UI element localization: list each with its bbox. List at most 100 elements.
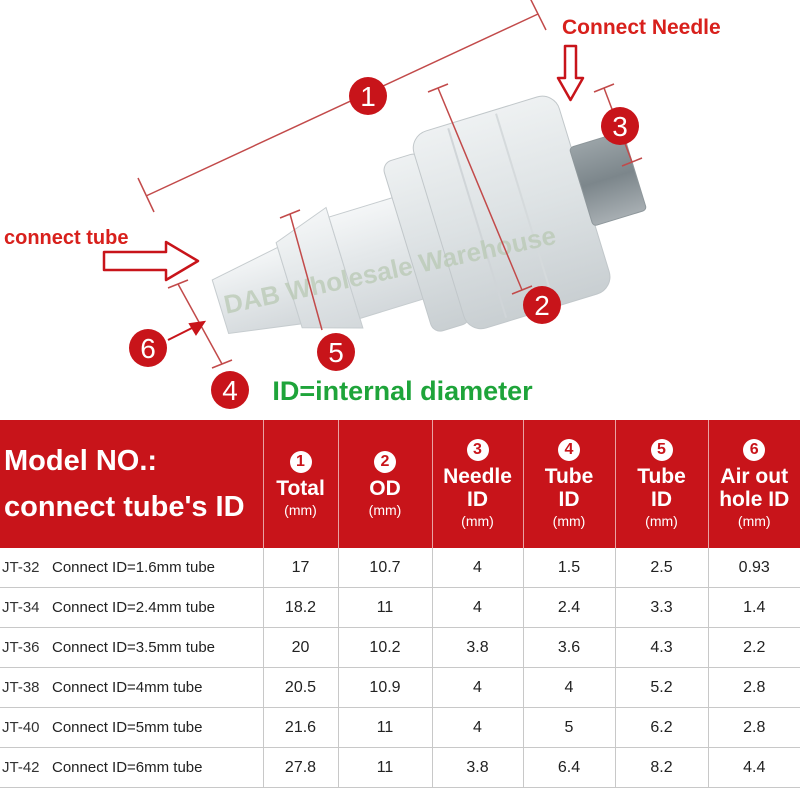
needle-id-cell: 3.8 xyxy=(432,747,524,788)
column-number-badge: 6 xyxy=(743,439,766,461)
column-header-air-out: 6 Air out hole ID (mm) xyxy=(708,420,800,548)
column-header-od: 2 OD (mm) xyxy=(338,420,433,548)
od-cell: 10.7 xyxy=(338,548,433,588)
tube-id-cell: 6.4 xyxy=(523,747,616,788)
marker-5: 5 xyxy=(317,333,355,371)
svg-text:4: 4 xyxy=(222,375,238,406)
model-cell: JT-38 Connect ID=4mm tube xyxy=(0,667,264,708)
connector-body xyxy=(211,95,647,335)
model-description: Connect ID=4mm tube xyxy=(52,679,203,696)
table-header-row: Model NO.: connect tube's ID 1 Total (mm… xyxy=(0,420,800,548)
od-cell: 11 xyxy=(338,707,433,748)
total-cell: 20 xyxy=(263,627,339,668)
model-code: JT-34 xyxy=(2,599,40,616)
model-cell: JT-36 Connect ID=3.5mm tube xyxy=(0,627,264,668)
svg-text:3: 3 xyxy=(612,111,628,142)
column-unit: (mm) xyxy=(645,513,678,529)
column-title: hole ID xyxy=(719,488,790,511)
total-cell: 17 xyxy=(263,548,339,588)
air-out-cell: 1.4 xyxy=(708,587,800,628)
table-row: JT-40 Connect ID=5mm tube 21.6 11 4 5 6.2… xyxy=(0,707,800,748)
needle-id-cell: 4 xyxy=(432,667,524,708)
needle-id-cell: 3.8 xyxy=(432,627,524,668)
tube-id-cell: 4 xyxy=(523,667,616,708)
model-header-line1: Model NO.: xyxy=(4,445,158,477)
svg-text:2: 2 xyxy=(534,290,550,321)
dimension-line-total xyxy=(137,0,547,213)
column-title: ID xyxy=(651,488,672,511)
model-code: JT-42 xyxy=(2,759,40,776)
marker-4: 4 xyxy=(211,371,249,409)
column-title: OD xyxy=(369,476,401,500)
column-unit: (mm) xyxy=(461,513,494,529)
column-header-tube-id: 4 Tube ID (mm) xyxy=(523,420,616,548)
column-number-badge: 1 xyxy=(289,450,312,473)
air-out-cell: 2.2 xyxy=(708,627,800,668)
svg-text:6: 6 xyxy=(140,333,156,364)
tube-od-cell: 6.2 xyxy=(615,707,709,748)
column-title: Tube xyxy=(637,465,686,488)
tube-id-cell: 3.6 xyxy=(523,627,616,668)
column-number-badge: 2 xyxy=(374,450,396,473)
model-description: Connect ID=2.4mm tube xyxy=(52,599,216,616)
model-column-header: Model NO.: connect tube's ID xyxy=(0,420,264,548)
tube-od-cell: 8.2 xyxy=(615,747,709,788)
air-out-cell: 0.93 xyxy=(708,548,800,588)
column-title: Needle xyxy=(443,465,512,488)
column-header-needle-id: 3 Needle ID (mm) xyxy=(432,420,524,548)
tube-id-cell: 5 xyxy=(523,707,616,748)
model-description: Connect ID=6mm tube xyxy=(52,759,203,776)
model-header-line2: connect tube's ID xyxy=(4,491,245,523)
model-code: JT-36 xyxy=(2,639,40,656)
od-cell: 10.2 xyxy=(338,627,433,668)
model-code: JT-40 xyxy=(2,719,40,736)
marker-1: 1 xyxy=(349,77,387,115)
table-row: JT-36 Connect ID=3.5mm tube 20 10.2 3.8 3… xyxy=(0,627,800,668)
column-header-tube-od: 5 Tube ID (mm) xyxy=(615,420,709,548)
dimension-line-od xyxy=(427,83,533,295)
model-description: Connect ID=5mm tube xyxy=(52,719,203,736)
arrow-6-icon xyxy=(167,320,207,341)
marker-6: 6 xyxy=(129,329,167,367)
spec-table: Model NO.: connect tube's ID 1 Total (mm… xyxy=(0,420,800,788)
od-cell: 11 xyxy=(338,587,433,628)
connect-tube-label: connect tube xyxy=(4,227,128,249)
total-cell: 20.5 xyxy=(263,667,339,708)
tube-od-cell: 3.3 xyxy=(615,587,709,628)
dimension-line-tube-od xyxy=(279,209,323,331)
model-code: JT-32 xyxy=(2,559,40,576)
model-cell: JT-34 Connect ID=2.4mm tube xyxy=(0,587,264,628)
column-title: Tube xyxy=(544,465,594,488)
air-out-cell: 2.8 xyxy=(708,667,800,708)
tube-id-cell: 1.5 xyxy=(523,548,616,588)
column-unit: (mm) xyxy=(368,501,402,518)
tube-id-cell: 2.4 xyxy=(523,587,616,628)
column-title: Air out xyxy=(720,465,789,488)
column-number-badge: 5 xyxy=(650,439,673,461)
column-number-badge: 3 xyxy=(466,439,489,461)
column-number-badge: 4 xyxy=(558,439,580,461)
id-definition-note: ID=internal diameter xyxy=(272,376,533,406)
model-cell: JT-40 Connect ID=5mm tube xyxy=(0,707,264,748)
column-title: ID xyxy=(558,488,580,511)
model-code: JT-38 xyxy=(2,679,40,696)
needle-id-cell: 4 xyxy=(432,707,524,748)
column-unit: (mm) xyxy=(737,513,771,529)
svg-text:5: 5 xyxy=(328,337,344,368)
connect-needle-label: Connect Needle xyxy=(562,16,721,39)
total-cell: 18.2 xyxy=(263,587,339,628)
total-cell: 21.6 xyxy=(263,707,339,748)
svg-text:1: 1 xyxy=(360,81,376,112)
air-out-cell: 4.4 xyxy=(708,747,800,788)
column-unit: (mm) xyxy=(284,501,317,518)
marker-3: 3 xyxy=(601,107,639,145)
needle-id-cell: 4 xyxy=(432,548,524,588)
needle-id-cell: 4 xyxy=(432,587,524,628)
table-row: JT-34 Connect ID=2.4mm tube 18.2 11 4 2.4… xyxy=(0,587,800,628)
tube-od-cell: 5.2 xyxy=(615,667,709,708)
model-description: Connect ID=3.5mm tube xyxy=(52,639,216,656)
